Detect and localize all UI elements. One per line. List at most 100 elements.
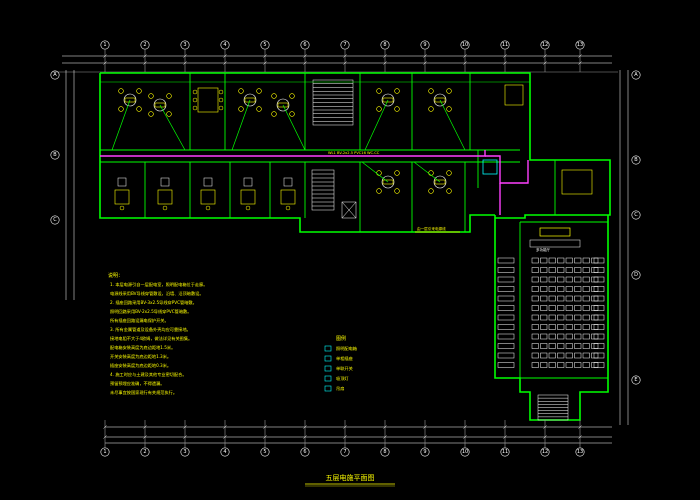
office-furniture [114, 84, 593, 211]
notes-heading: 说明： [108, 272, 123, 279]
legend-item-label: 照明配电箱 [336, 345, 357, 352]
note-line: 1. 本层电源引自一层配电室，照明配电箱位于走廊。 [110, 281, 207, 288]
legend-item: 单联开关 [324, 365, 353, 372]
note-line: 所有插座回路设漏电保护开关。 [110, 317, 169, 324]
top-axis-label: 7 [343, 42, 346, 48]
bottom-axis-label: 8 [383, 449, 386, 455]
top-axis-5: 5 [260, 40, 270, 50]
note-line: 配电箱安装高度为底边距地1.5米。 [110, 344, 175, 351]
bottom-axis-label: 11 [502, 449, 508, 455]
drawing-title: 五层电施平面图 [326, 473, 375, 482]
note-line: 电源线采用BV导线穿管敷设，沿墙、沿顶暗敷设。 [110, 290, 204, 297]
top-axis-label: 8 [383, 42, 386, 48]
right-axis-C: C [631, 210, 641, 220]
bottom-axis-label: 2 [143, 449, 146, 455]
bottom-axis-label: 1 [103, 449, 106, 455]
right-axis-label: E [634, 377, 637, 383]
legend-item-label: 单相插座 [336, 355, 353, 362]
left-axis-C: C [50, 215, 60, 225]
note-line: 预留预埋应准确，不得遗漏。 [110, 380, 164, 387]
top-axis-label: 4 [223, 42, 226, 48]
top-axis-label: 3 [183, 42, 186, 48]
top-axis-label: 1 [103, 42, 106, 48]
stairs [311, 79, 569, 421]
bottom-axis-label: 5 [263, 449, 266, 455]
bottom-axis-5: 5 [260, 447, 270, 457]
top-axis-label: 13 [577, 42, 583, 48]
note-line: 开关安装高度为底边距地1.3米。 [110, 353, 171, 360]
left-axis-label: A [53, 72, 57, 78]
hall-label: 多功能厅 [536, 247, 550, 252]
dimension-ticks [103, 50, 582, 448]
left-axis-A: A [50, 70, 60, 80]
right-dimension-block: A B C D E [619, 70, 641, 425]
bottom-axis-3: 3 [180, 447, 190, 457]
lamp-icon [324, 375, 332, 382]
bottom-axis-9: 9 [420, 447, 430, 457]
note-line: 4. 施工时应与土建及其他专业密切配合。 [110, 371, 187, 378]
bottom-axis-10: 10 [460, 447, 470, 457]
right-axis-B: B [631, 155, 641, 165]
design-notes: 说明： 1. 本层电源引自一层配电室，照明配电箱位于走廊。 电源线采用BV导线穿… [108, 272, 207, 396]
legend-item-label: 吊扇 [336, 385, 344, 392]
legend-item-label: 吸顶灯 [336, 375, 349, 382]
bottom-axis-2: 2 [140, 447, 150, 457]
bottom-axis-label: 7 [343, 449, 346, 455]
bottom-axis-label: 3 [183, 449, 186, 455]
left-axis-label: B [53, 152, 57, 158]
socket-icon [324, 355, 332, 362]
top-axis-13: 13 [575, 40, 585, 50]
left-dimension-block: A B C [50, 70, 75, 300]
note-line: 照明回路采用BV-2x2.5导线穿PVC管暗敷。 [110, 308, 191, 315]
right-axis-label: D [634, 272, 638, 278]
fan-icon [324, 385, 332, 392]
right-axis-E: E [631, 375, 641, 385]
top-axis-label: 2 [143, 42, 146, 48]
right-axis-label: A [634, 72, 638, 78]
electrical-circuits [100, 81, 530, 215]
bottom-axis-7: 7 [340, 447, 350, 457]
top-axis-label: 12 [542, 42, 548, 48]
legend-heading: 图例 [336, 335, 346, 342]
riser-note: 由一层引来电源线 [417, 226, 446, 231]
bottom-axis-label: 6 [303, 449, 306, 455]
note-line: 未尽事宜按国家现行有关规范执行。 [110, 389, 177, 396]
top-axis-label: 9 [423, 42, 426, 48]
top-axis-9: 9 [420, 40, 430, 50]
right-axis-label: C [634, 212, 638, 218]
top-axis-label: 10 [462, 42, 468, 48]
left-axis-B: B [50, 150, 60, 160]
top-axis-12: 12 [540, 40, 550, 50]
top-axis-label: 6 [303, 42, 306, 48]
drawing-title-block: 五层电施平面图 [305, 473, 395, 487]
legend-item: 吊扇 [324, 385, 344, 392]
top-axis-10: 10 [460, 40, 470, 50]
legend-item: 照明配电箱 [324, 345, 357, 352]
bottom-axis-label: 12 [542, 449, 548, 455]
right-axis-D: D [631, 270, 641, 280]
lecture-hall-seating [497, 257, 605, 368]
distribution-box-icon [324, 345, 332, 352]
top-axis-6: 6 [300, 40, 310, 50]
corridor-circuit-label: WL1 BV-2x2.5 PVC16 WC.CC [328, 151, 380, 155]
bottom-axis-1: 1 [100, 447, 110, 457]
top-axis-1: 1 [100, 40, 110, 50]
note-line: 3. 所有金属管道及设备外壳均应可靠接地。 [110, 326, 191, 333]
right-axis-A: A [631, 70, 641, 80]
building-walls [99, 72, 611, 421]
top-axis-label: 11 [502, 42, 508, 48]
note-line: 接地电阻不大于4欧姆，做法详见有关图集。 [110, 335, 192, 342]
top-axis-8: 8 [380, 40, 390, 50]
top-axis-7: 7 [340, 40, 350, 50]
bottom-axis-4: 4 [220, 447, 230, 457]
bottom-axis-6: 6 [300, 447, 310, 457]
note-line: 插座安装高度为底边距地0.3米。 [110, 362, 171, 369]
bottom-axis-label: 4 [223, 449, 226, 455]
top-axis-3: 3 [180, 40, 190, 50]
bottom-axis-8: 8 [380, 447, 390, 457]
top-axis-2: 2 [140, 40, 150, 50]
